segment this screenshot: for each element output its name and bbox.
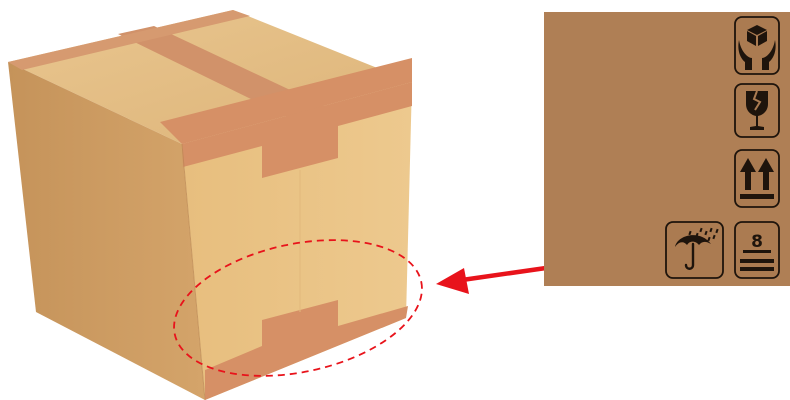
label-panel: 8 xyxy=(544,12,790,286)
two-arrows-up-icon xyxy=(734,149,780,208)
highlight-ellipse xyxy=(173,239,423,377)
front-tape-top xyxy=(182,82,412,178)
broken-glass-icon xyxy=(734,83,780,138)
box-edge xyxy=(181,143,206,400)
stack-limit-label: 8 xyxy=(751,232,763,252)
stack-limit-icon: 8 xyxy=(734,221,780,279)
cardboard-box xyxy=(8,10,423,400)
box-side-face xyxy=(8,62,205,400)
top-tape-left-edge xyxy=(8,10,250,70)
box-front-face xyxy=(182,82,412,400)
top-tape-front-edge xyxy=(160,58,412,144)
umbrella-rain-icon xyxy=(665,221,724,279)
arrow-head-icon xyxy=(436,268,469,294)
hands-holding-box-icon xyxy=(734,16,780,75)
